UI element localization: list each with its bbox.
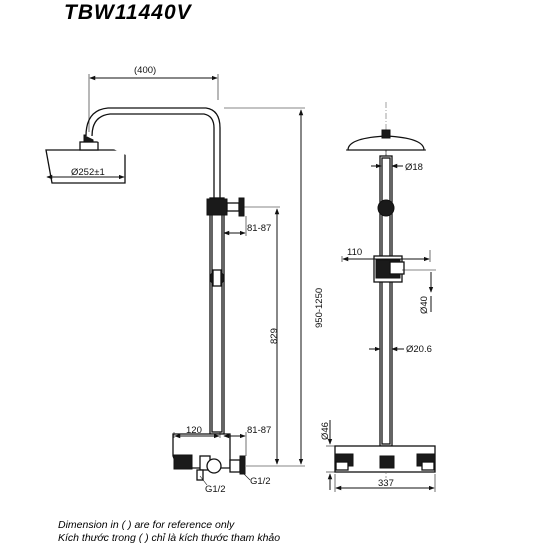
dim-bracket-offset-lower: 81-87 (247, 425, 271, 436)
dim-pipe-diameter-mid: Ø20.6 (406, 344, 432, 355)
dim-holder-diameter: Ø40 (419, 296, 430, 314)
riser-pipe (209, 197, 225, 435)
slide-holder (209, 269, 225, 287)
dim-valve-height: Ø46 (320, 422, 331, 440)
dim-head-diameter: Ø252±1 (71, 167, 105, 178)
side-view: (400) Ø252±1 950-1250 829 81-87 120 81-8… (45, 65, 325, 495)
label-inlet-left: G1/2 (205, 484, 226, 495)
dim-pipe-diameter-top: Ø18 (405, 162, 423, 173)
dim-holder-width: 110 (347, 247, 362, 258)
dim-total-height: 950-1250 (314, 288, 325, 328)
note-english: Dimension in ( ) are for reference only (58, 519, 235, 531)
dim-valve-depth: 120 (186, 425, 202, 436)
shower-head-front (346, 129, 426, 156)
dim-bracket-offset-upper: 81-87 (247, 223, 271, 234)
shower-arm (85, 107, 221, 200)
front-view: Ø18 110 Ø40 Ø20.6 Ø46 337 (320, 102, 436, 492)
dim-valve-width: 337 (378, 478, 394, 489)
valve-body (172, 433, 246, 481)
model-title: TBW11440V (64, 1, 192, 24)
note-vietnamese: Kích thước trong ( ) chỉ là kích thước t… (58, 532, 281, 544)
reference-notes: Dimension in ( ) are for reference only … (58, 519, 280, 545)
upper-wall-bracket (206, 197, 245, 217)
dim-arm-length: (400) (134, 65, 156, 76)
hand-shower-holder (373, 255, 405, 283)
label-inlet-right: G1/2 (250, 476, 271, 487)
valve-front (334, 445, 436, 473)
dim-slide-range: 829 (269, 328, 280, 344)
